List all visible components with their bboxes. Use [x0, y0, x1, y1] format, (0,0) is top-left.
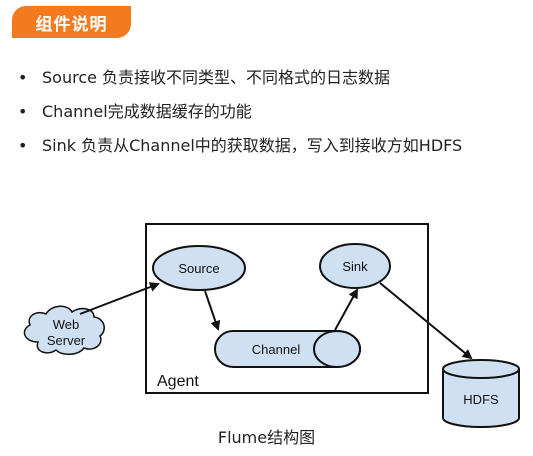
hdfs-storage-icon [442, 359, 520, 428]
source-label: Source [178, 261, 219, 276]
channel-node [214, 330, 361, 368]
bullet-text: Channel完成数据缓存的功能 [42, 102, 252, 121]
source-node [152, 245, 246, 291]
bullet-text: Source 负责接收不同类型、不同格式的日志数据 [42, 68, 391, 87]
web-server-label: Server [47, 333, 86, 348]
bullet-list: • Source 负责接收不同类型、不同格式的日志数据 • Channel完成数… [18, 68, 462, 170]
arrow-web-to-source [79, 282, 160, 315]
diagram-caption: Flume结构图 [217, 428, 316, 447]
bullet-item: • Channel完成数据缓存的功能 [18, 102, 462, 136]
bullet-item: • Source 负责接收不同类型、不同格式的日志数据 [18, 68, 462, 102]
hdfs-label: HDFS [463, 392, 499, 407]
agent-label: Agent [157, 373, 199, 390]
bullet-dot: • [18, 136, 28, 155]
section-title: 组件说明 [35, 14, 108, 35]
bullet-dot: • [18, 68, 28, 87]
sink-label: Sink [342, 259, 368, 274]
arrow-source-to-channel [204, 290, 221, 331]
agent-box [145, 223, 429, 394]
web-server-cloud [23, 305, 105, 355]
arrow-sink-to-hdfs [379, 282, 473, 360]
web-server-label: Web [53, 317, 80, 332]
bullet-item: • Sink 负责从Channel中的获取数据，写入到接收方如HDFS [18, 136, 462, 170]
sink-node [319, 243, 391, 289]
channel-label: Channel [252, 342, 301, 357]
arrow-channel-to-sink [334, 288, 358, 331]
bullet-text: Sink 负责从Channel中的获取数据，写入到接收方如HDFS [42, 136, 463, 155]
section-title-badge: 组件说明 [12, 6, 131, 38]
bullet-dot: • [18, 102, 28, 121]
